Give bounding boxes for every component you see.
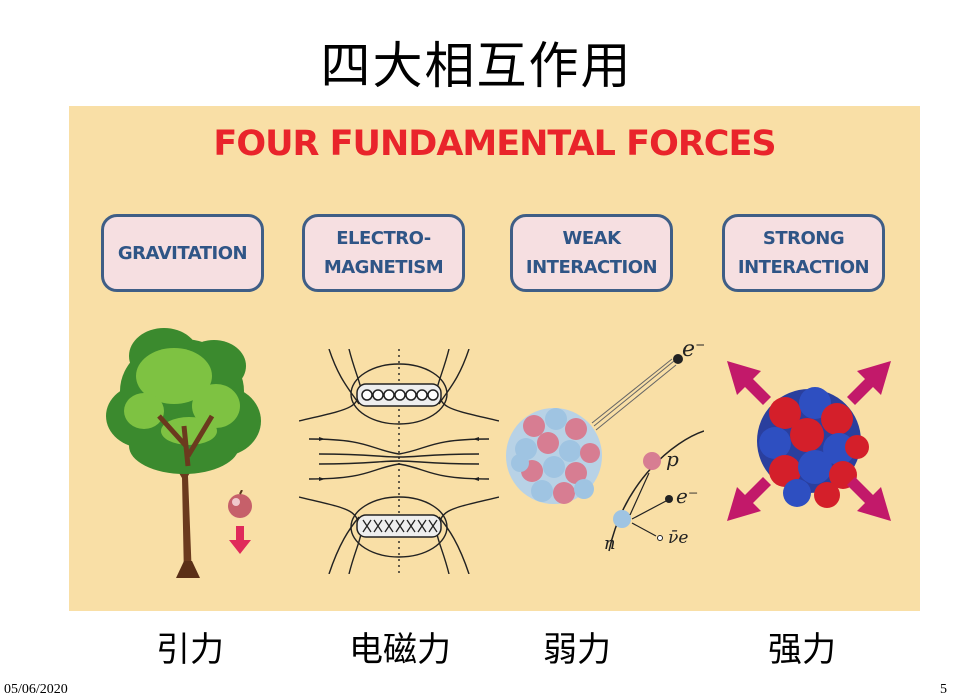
gravitation-label-box: GRAVITATION <box>101 214 264 292</box>
gravitation-label: GRAVITATION <box>117 242 248 264</box>
coil-top <box>356 383 442 407</box>
coil-bottom <box>356 514 442 538</box>
arrow-bottom-left <box>727 477 771 521</box>
electromagnet-illustration <box>299 349 499 574</box>
slide-title: 四大相互作用 <box>320 37 633 95</box>
strong-label-line2: INTERACTION <box>737 257 870 278</box>
arrow-bottom-right <box>847 477 891 521</box>
inward-arrows <box>727 361 891 521</box>
beta-decay-illustration: e⁻ p n e⁻ ν̄e <box>506 337 704 554</box>
electromagnetism-label-line1: ELECTRO- <box>336 228 431 249</box>
electron-label-top: e⁻ <box>682 337 704 362</box>
proton-label: p <box>666 447 679 471</box>
forces-panel: FOUR FUNDAMENTAL FORCES GRAVITATION ELEC… <box>69 106 920 611</box>
caption-weak: 弱力 <box>543 630 611 670</box>
panel-heading: FOUR FUNDAMENTAL FORCES <box>213 124 776 164</box>
antineutrino-label: ν̄e <box>668 528 688 548</box>
slide-page-number: 5 <box>940 682 947 697</box>
weak-label-line2: INTERACTION <box>525 257 658 278</box>
caption-electromagnetism: 电磁力 <box>349 630 451 670</box>
caption-gravitation: 引力 <box>156 630 224 670</box>
weak-interaction-label-box: WEAK INTERACTION <box>510 214 673 292</box>
arrow-top-right <box>847 361 891 405</box>
nucleons-cluster <box>757 387 869 508</box>
electron-label-bottom: e⁻ <box>676 484 698 508</box>
electromagnetism-label-line2: MAGNETISM <box>323 257 444 278</box>
strong-interaction-label-box: STRONG INTERACTION <box>722 214 885 292</box>
neutron-label: n <box>604 533 616 554</box>
falling-apple-icon <box>228 490 252 554</box>
weak-label-line1: WEAK <box>562 228 621 249</box>
slide-date: 05/06/2020 <box>4 682 68 697</box>
tree-trunk <box>158 434 214 578</box>
arrow-top-left <box>727 361 771 405</box>
electromagnetism-label-box: ELECTRO- MAGNETISM <box>302 214 465 292</box>
nucleus-cluster <box>506 408 602 504</box>
strong-label-line1: STRONG <box>762 228 845 249</box>
strong-nucleus-illustration <box>727 361 891 521</box>
emitted-electron <box>673 354 683 364</box>
caption-strong: 强力 <box>768 630 836 670</box>
tree-illustration <box>106 328 261 578</box>
